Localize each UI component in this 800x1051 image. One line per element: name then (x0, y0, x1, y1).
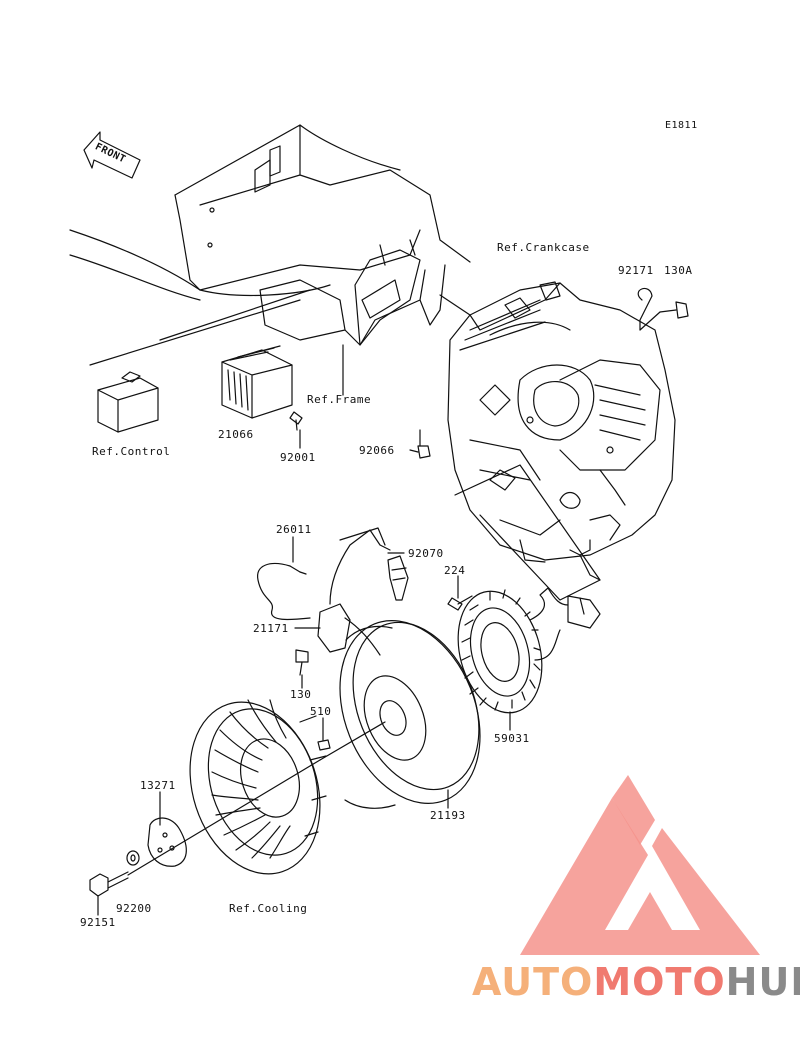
cooling-fan (189, 699, 327, 875)
diagram-code: E1811 (665, 120, 698, 131)
leader-line (639, 311, 661, 331)
bracket-92171 (637, 287, 653, 331)
label-92171: 92171 (618, 264, 654, 277)
watermark-moto: MOTO (593, 960, 726, 1004)
watermark-hub: HUB (725, 960, 800, 1004)
bolt-92151 (89, 871, 129, 897)
label-92200: 92200 (116, 902, 152, 915)
label-ref-control: Ref.Control (92, 445, 171, 458)
bolt-130 (295, 649, 309, 676)
label-510: 510 (310, 705, 332, 718)
nut-92066 (417, 445, 431, 459)
bolt-224 (447, 595, 473, 611)
spark-plug-92070 (387, 555, 409, 601)
bolt-130A (659, 301, 689, 319)
label-21193: 21193 (430, 809, 466, 822)
label-224: 224 (444, 564, 466, 577)
crankshaft-axis (319, 721, 386, 761)
axis-line (127, 759, 321, 876)
leader-line (439, 294, 471, 316)
flywheel-21193 (339, 620, 481, 809)
control-unit (97, 371, 159, 433)
cable-26011 (257, 562, 311, 621)
label-ref-cooling: Ref.Cooling (229, 902, 308, 915)
watermark-text: AUTOMOTOHUB (472, 962, 800, 1002)
key-510 (317, 739, 331, 751)
front-arrow-icon (83, 131, 141, 179)
crankcase-illustration (447, 281, 676, 581)
watermark-auto: AUTO (472, 960, 594, 1004)
regulator-21066 (221, 345, 293, 419)
label-92001: 92001 (280, 451, 316, 464)
washer-92200 (126, 850, 140, 866)
ignition-coil-21171 (317, 527, 391, 656)
bolt-92001 (289, 411, 303, 431)
label-21066: 21066 (218, 428, 254, 441)
label-21171: 21171 (253, 622, 289, 635)
frame-illustration (69, 124, 471, 346)
label-13271: 13271 (140, 779, 176, 792)
label-ref-crankcase: Ref.Crankcase (497, 241, 590, 254)
label-92151: 92151 (80, 916, 116, 929)
stator-59031 (457, 587, 561, 714)
label-26011: 26011 (276, 523, 312, 536)
leader-line (409, 449, 419, 453)
leader-line (159, 289, 311, 341)
stator-wire (547, 587, 569, 606)
leader-line (89, 299, 301, 366)
label-59031: 59031 (494, 732, 530, 745)
label-92066: 92066 (359, 444, 395, 457)
stator-connector (567, 595, 601, 629)
automotohub-logo-icon (520, 775, 760, 955)
label-130: 130 (290, 688, 312, 701)
label-92070: 92070 (408, 547, 444, 560)
leader-line (454, 464, 601, 601)
label-ref-frame: Ref.Frame (307, 393, 372, 406)
label-130A: 130A (664, 264, 693, 277)
